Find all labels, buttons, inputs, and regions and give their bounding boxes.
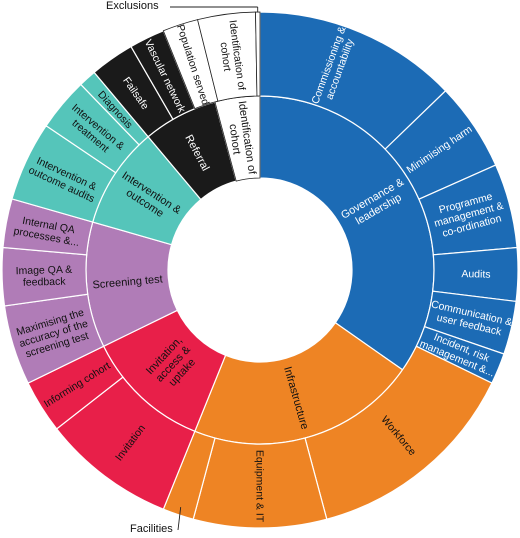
audits-label: Audits [461,268,490,281]
identification-of-cohort-inner-label-line: cohort [226,123,242,155]
exclusions-callout-label: Exclusions [106,0,159,12]
audits-label-line: Audits [461,268,490,281]
equipment-it-label-line: Equipment & IT [253,450,265,523]
callout-leaders [170,6,259,531]
programme-management-label: Programmemanagement &co-ordination [430,188,508,241]
image-qa-label-line: Image QA & [15,264,72,277]
inner-ring [85,95,435,445]
identification-of-cohort-outer-label-line: cohort [217,41,233,72]
exclusions-segment [255,11,261,97]
outer-ring [1,11,519,529]
image-qa-label-line: feedback [23,276,67,289]
facilities-leader-line [177,507,182,531]
equipment-it-label: Equipment & IT [253,450,265,523]
facilities-callout-label: Facilities [130,523,173,535]
image-qa-label: Image QA &feedback [15,264,72,289]
